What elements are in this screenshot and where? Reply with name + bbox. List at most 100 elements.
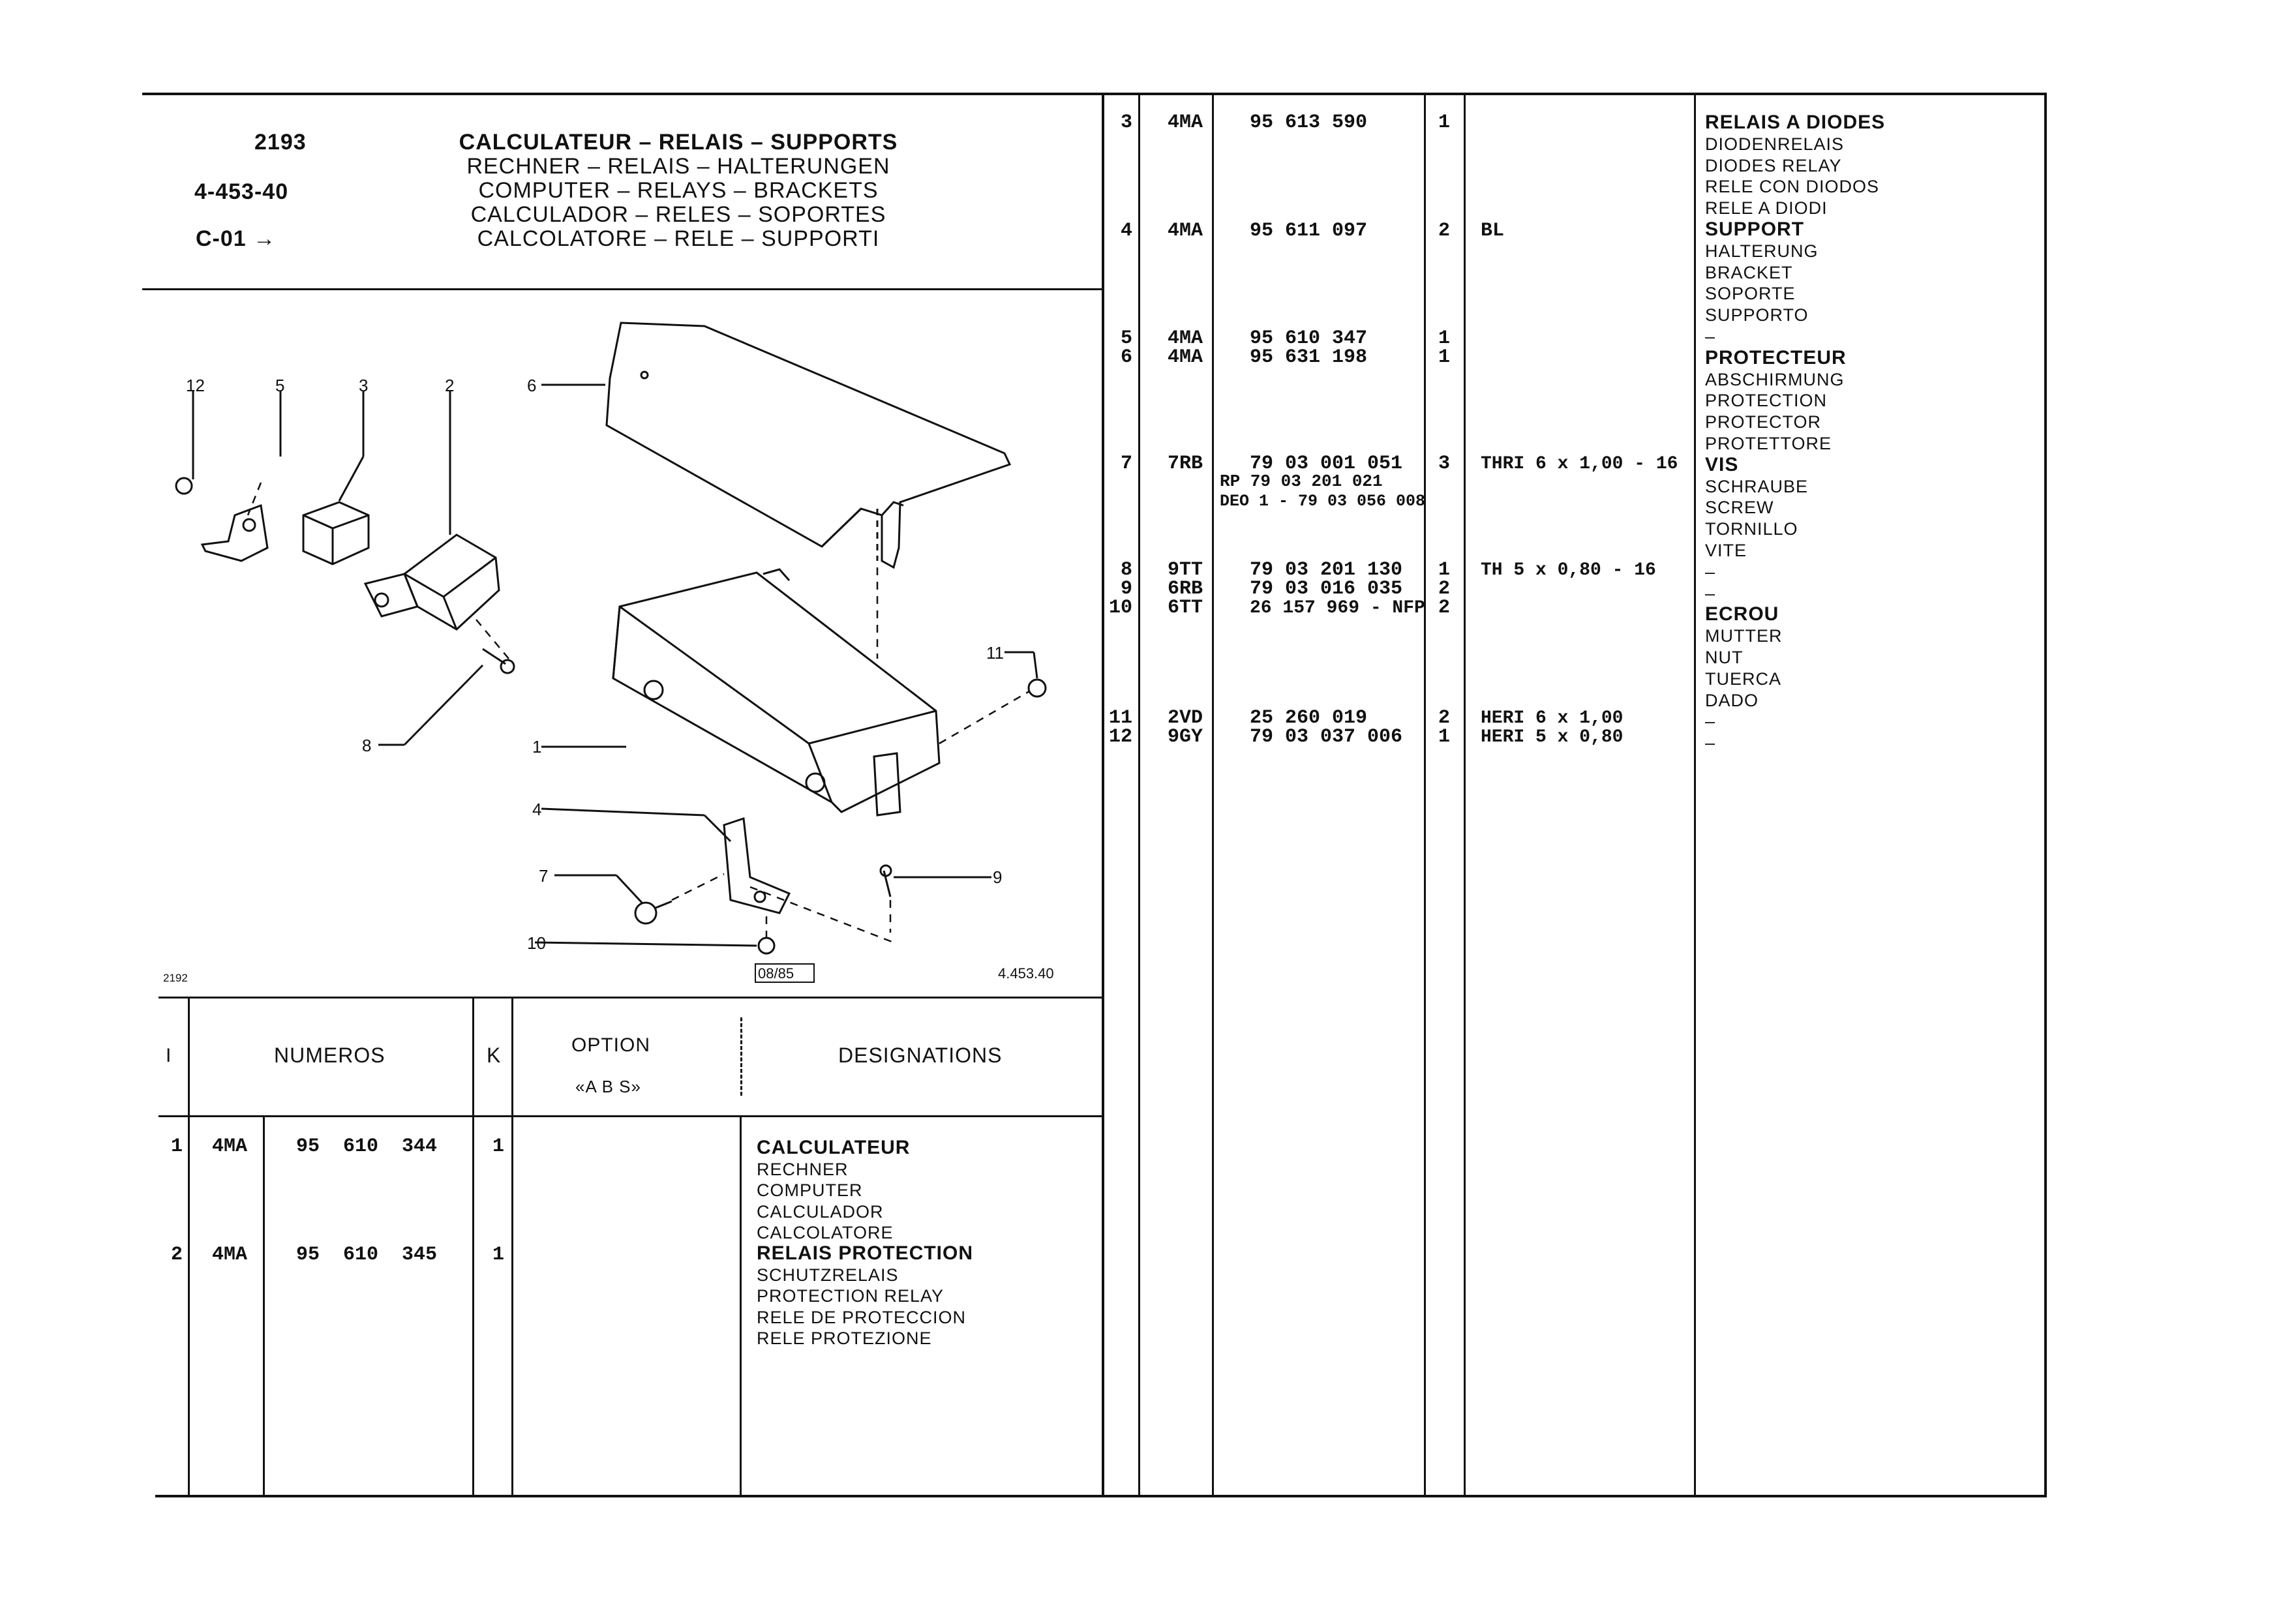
- row-1-code: 4MA: [212, 1135, 248, 1158]
- rrow-8-number: 79 03 201 130: [1250, 559, 1403, 581]
- right-col-line-3: [1424, 93, 1426, 1497]
- designation-line: –: [1705, 326, 1716, 346]
- rrow-4-index: 4: [1121, 220, 1133, 242]
- callout-11: 11: [986, 643, 1004, 663]
- designation-line: SUPPORT: [1705, 218, 1805, 240]
- rrow-3-code: 4MA: [1168, 112, 1203, 134]
- designation-line: BRACKET: [1705, 262, 1793, 282]
- designation-line: PROTECTION: [1705, 391, 1828, 411]
- row-1-number: 95 610 344: [296, 1135, 438, 1158]
- rrow-9-number: 79 03 016 035: [1250, 578, 1403, 600]
- figure-number: 2192: [163, 972, 188, 984]
- designation-line: TORNILLO: [1705, 519, 1798, 539]
- row-1-k: 1: [492, 1135, 505, 1158]
- right-col-line-5: [1694, 93, 1696, 1497]
- left-col-line-3: [472, 997, 474, 1496]
- row-2-designation-it: RELE PROTEZIONE: [757, 1329, 932, 1348]
- row-1-designation-fr: CALCULATEUR: [757, 1137, 911, 1158]
- row-2-designation-en: PROTECTION RELAY: [757, 1286, 944, 1306]
- diode-relay-part: [302, 501, 370, 565]
- designation-line: PROTETTORE: [1705, 433, 1832, 453]
- rrow-7-code: 7RB: [1168, 453, 1203, 475]
- designation-line: HALTERUNG: [1705, 241, 1819, 261]
- rrow-12-k: 1: [1438, 726, 1451, 748]
- rrow-8-index: 8: [1121, 559, 1133, 581]
- rrow-9-k: 2: [1438, 578, 1451, 600]
- designation-line: RELE CON DIODOS: [1705, 177, 1880, 197]
- row-2-number: 95 610 345: [296, 1244, 438, 1266]
- rrow-6-code: 4MA: [1168, 346, 1203, 368]
- callout-3: 3: [359, 376, 368, 395]
- nut-part-11: [1027, 678, 1047, 698]
- variant-code: C-01 →: [196, 226, 277, 251]
- right-col-line-4: [1464, 93, 1466, 1497]
- figure-date: 08/85: [758, 965, 794, 982]
- designation-line: ECROU: [1705, 603, 1779, 625]
- panel-divider: [1102, 93, 1104, 1497]
- designation-line: MUTTER: [1705, 626, 1783, 646]
- rrow-5-k: 1: [1438, 327, 1451, 350]
- page-code: 2193: [254, 130, 307, 155]
- rrow-7-number-rp: RP 79 03 201 021: [1220, 472, 1383, 491]
- designation-line: DADO: [1705, 690, 1759, 710]
- rrow-6-number: 95 631 198: [1250, 346, 1368, 368]
- rrow-10-k: 2: [1438, 597, 1451, 619]
- designation-line: SCREW: [1705, 498, 1774, 518]
- support-bracket-part: [723, 817, 791, 914]
- rrow-12-option: HERI 5 x 0,80: [1481, 727, 1624, 747]
- left-col-line-1: [188, 997, 190, 1496]
- title-fr: CALCULATEUR – RELAIS – SUPPORTS: [459, 130, 898, 155]
- callout-2: 2: [445, 376, 454, 395]
- rrow-5-code: 4MA: [1168, 327, 1203, 350]
- nut-part-12: [175, 477, 193, 495]
- col-header-k: K: [487, 1044, 502, 1067]
- designation-line: DIODENRELAIS: [1705, 134, 1845, 154]
- row-1-designation-es: CALCULADOR: [757, 1201, 884, 1222]
- title-de: RECHNER – RELAIS – HALTERUNGEN: [466, 154, 890, 179]
- designation-line: PROTECTOR: [1705, 412, 1822, 432]
- right-col-line-1: [1138, 93, 1140, 1497]
- rrow-4-option: BL: [1481, 220, 1505, 242]
- rrow-12-index: 12: [1109, 726, 1133, 748]
- designation-line: TUERCA: [1705, 668, 1782, 689]
- rrow-11-code: 2VD: [1168, 707, 1203, 729]
- header-bottom-rule: [142, 288, 1104, 290]
- designation-line: –: [1705, 733, 1716, 753]
- callout-4: 4: [532, 800, 541, 819]
- designation-line: RELAIS A DIODES: [1705, 112, 1886, 133]
- title-es: CALCULADOR – RELES – SOPORTES: [470, 202, 886, 227]
- rrow-3-k: 1: [1438, 112, 1451, 134]
- rrow-6-k: 1: [1438, 346, 1451, 368]
- rrow-12-number: 79 03 037 006: [1250, 726, 1403, 748]
- row-2-index: 2: [171, 1244, 183, 1266]
- callout-10: 10: [527, 933, 546, 953]
- row-1-designation-en: COMPUTER: [757, 1180, 863, 1200]
- title-block: CALCULATEUR – RELAIS – SUPPORTS RECHNER …: [457, 130, 900, 251]
- rrow-10-code: 6TT: [1168, 597, 1203, 619]
- col-header-numeros: NUMEROS: [274, 1044, 385, 1067]
- row-1-designation-it: CALCOLATORE: [757, 1223, 894, 1242]
- designation-line: SUPPORTO: [1705, 305, 1809, 325]
- ref-code: 4-453-40: [194, 179, 289, 204]
- designation-line: SOPORTE: [1705, 284, 1796, 304]
- rrow-7-index: 7: [1121, 453, 1133, 475]
- callout-5: 5: [275, 376, 284, 395]
- designation-line: NUT: [1705, 647, 1744, 667]
- designation-line: RELE A DIODI: [1705, 198, 1828, 218]
- rrow-5-index: 5: [1121, 327, 1133, 350]
- rrow-8-k: 1: [1438, 559, 1451, 581]
- rrow-7-number-deo: DEO 1 - 79 03 056 008: [1220, 492, 1426, 511]
- rrow-7-k: 3: [1438, 453, 1451, 475]
- rrow-5-number: 95 610 347: [1250, 327, 1368, 350]
- designation-line: VIS: [1705, 453, 1739, 475]
- top-rule: [142, 93, 2047, 95]
- row-1-index: 1: [171, 1135, 183, 1158]
- designation-line: ABSCHIRMUNG: [1705, 369, 1845, 389]
- col-header-option: OPTION: [571, 1034, 651, 1056]
- row-2-designation: RELAIS PROTECTION SCHUTZRELAIS PROTECTIO…: [757, 1242, 973, 1349]
- option-divider-dashed: [740, 1017, 742, 1096]
- right-col-line-2: [1212, 93, 1214, 1497]
- rrow-12-code: 9GY: [1168, 726, 1203, 748]
- figure-ref: 4.453.40: [998, 965, 1054, 982]
